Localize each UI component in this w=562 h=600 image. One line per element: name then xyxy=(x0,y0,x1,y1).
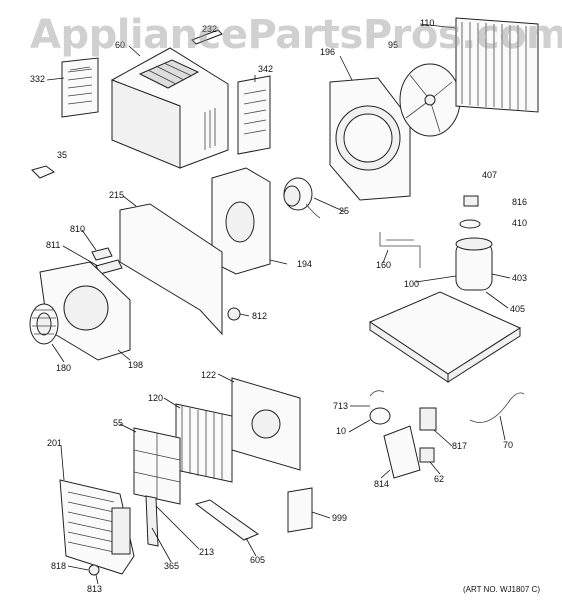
part-213-linkage xyxy=(145,495,159,547)
callout-55: 55 xyxy=(113,418,123,428)
callout-713: 713 xyxy=(333,401,348,411)
callout-332: 332 xyxy=(30,74,45,84)
part-122-panel xyxy=(231,377,301,471)
callout-213: 213 xyxy=(199,547,214,557)
site-watermark: AppliancePartsPros.com xyxy=(30,12,562,58)
callout-365: 365 xyxy=(164,561,179,571)
leader-lines xyxy=(46,23,511,585)
callout-10: 10 xyxy=(336,426,346,436)
part-605-drain-pan xyxy=(194,499,260,541)
part-180-blower-wheel xyxy=(29,303,59,345)
part-410-ring xyxy=(459,219,481,229)
part-base-pan xyxy=(368,291,522,383)
callout-70: 70 xyxy=(503,440,513,450)
part-812-grommet xyxy=(227,307,241,321)
part-95-fan-blade xyxy=(399,63,461,137)
callout-60: 60 xyxy=(115,40,125,50)
part-70-power-cord xyxy=(469,392,525,423)
callout-605: 605 xyxy=(250,555,265,565)
callout-407: 407 xyxy=(482,170,497,180)
callout-62: 62 xyxy=(434,474,444,484)
part-160-tubing xyxy=(379,232,421,268)
callout-818: 818 xyxy=(51,561,66,571)
callout-810: 810 xyxy=(70,224,85,234)
callout-811: 811 xyxy=(46,240,60,250)
callout-405: 405 xyxy=(510,304,525,314)
part-scroll-housing xyxy=(39,261,131,361)
callout-410: 410 xyxy=(512,218,527,228)
callout-194: 194 xyxy=(297,259,312,269)
part-817-switch xyxy=(419,407,437,431)
callout-95: 95 xyxy=(388,40,398,50)
callout-35: 35 xyxy=(57,150,67,160)
part-999-manual xyxy=(287,487,313,533)
part-196-shroud xyxy=(329,77,411,201)
part-62-thermostat xyxy=(419,447,435,463)
callout-110: 110 xyxy=(420,18,434,28)
callout-342: 342 xyxy=(258,64,273,74)
callout-100: 100 xyxy=(404,279,419,289)
callout-160: 160 xyxy=(376,260,391,270)
callouts: 332 60 232 342 196 110 95 35 215 25 407 … xyxy=(30,18,527,594)
part-194-bracket xyxy=(211,167,271,275)
part-818-knob xyxy=(88,564,100,576)
part-55-filter xyxy=(133,427,181,505)
callout-812: 812 xyxy=(252,311,267,321)
part-342-louver xyxy=(237,75,271,155)
callout-814: 814 xyxy=(374,479,389,489)
callout-122: 122 xyxy=(201,370,216,380)
callout-196: 196 xyxy=(320,47,335,57)
part-10-capacitor xyxy=(369,407,391,425)
callout-180: 180 xyxy=(56,363,71,373)
callout-817: 817 xyxy=(452,441,467,451)
part-110-condenser xyxy=(455,17,539,113)
part-332-side-louver xyxy=(61,57,99,118)
callout-201: 201 xyxy=(47,438,62,448)
part-35-bracket xyxy=(31,165,55,179)
callout-816: 816 xyxy=(512,197,527,207)
part-713-strap xyxy=(369,390,385,397)
callout-232: 232 xyxy=(202,24,217,34)
callout-25: 25 xyxy=(339,206,349,216)
callout-813: 813 xyxy=(87,584,102,594)
part-25-fan-motor xyxy=(283,177,321,219)
art-number: (ART NO. WJ1807 C) xyxy=(462,585,540,594)
part-201-front-grille xyxy=(59,479,135,575)
callout-403: 403 xyxy=(512,273,527,283)
part-120-evaporator xyxy=(175,403,233,483)
callout-198: 198 xyxy=(128,360,143,370)
part-810-strip xyxy=(91,247,113,261)
callout-999: 999 xyxy=(332,513,347,523)
callout-215: 215 xyxy=(109,190,124,200)
part-407-cover xyxy=(463,195,479,207)
part-814-control-bracket xyxy=(383,425,421,479)
part-60-outer-case xyxy=(110,47,229,169)
part-232-rail xyxy=(191,29,223,45)
part-215-partition xyxy=(119,203,223,336)
part-100-compressor xyxy=(455,237,493,291)
callout-120: 120 xyxy=(148,393,163,403)
